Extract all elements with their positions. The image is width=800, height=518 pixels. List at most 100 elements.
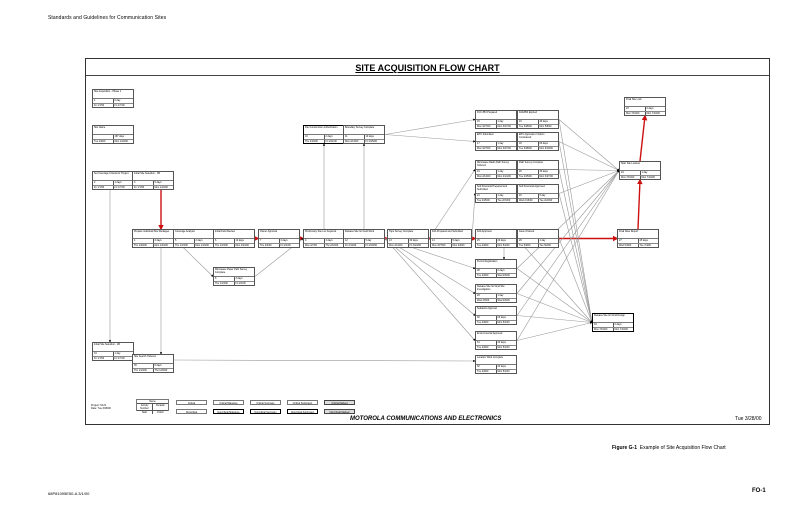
page-header: Standards and Guidelines for Communicati…	[48, 15, 167, 21]
task-node[interactable]: Release Site for Final Site Investigatio…	[475, 284, 517, 303]
task-start: Fri 2/11/00	[345, 243, 357, 247]
task-id: 24	[621, 171, 624, 174]
task-node[interactable]: Soil Structural Prepared and Submitted 2…	[475, 184, 517, 203]
task-id: 28	[477, 269, 480, 272]
task-name: Issue Ordered	[518, 230, 558, 239]
task-id: 20	[519, 170, 522, 173]
task-start: Mon 7/10/00	[626, 111, 640, 115]
task-duration: 1 day	[639, 171, 661, 175]
task-name: Initial Site Selection - 3R	[133, 172, 173, 181]
task-duration: 5 day	[363, 239, 385, 243]
dependency-link	[558, 141, 620, 171]
task-duration: 5 day	[537, 194, 559, 198]
task-name: Preliminary Site Loc Acquired	[304, 230, 344, 239]
task-finish: Mon 4/3/00	[450, 243, 472, 247]
task-duration: 30 days	[537, 170, 559, 174]
task-finish: Tue 2/15/00	[495, 198, 517, 202]
task-finish: Fri 2/18/00	[363, 243, 385, 247]
task-start: Tue 2/15/00	[519, 174, 532, 178]
task-finish: Mon 1/10/00	[112, 139, 134, 143]
dependency-link	[558, 169, 593, 324]
dependency-link	[516, 268, 593, 323]
dependency-link	[516, 170, 620, 316]
dependency-link	[516, 293, 593, 323]
task-id: 33	[594, 323, 597, 326]
task-node[interactable]: Path Survey Complete 20 30 days Tue 2/15/…	[517, 160, 559, 179]
task-finish: Tue 5/2/00	[537, 243, 559, 247]
task-start: Mon 2/14/00	[345, 139, 359, 143]
task-id: 23	[626, 107, 629, 110]
task-start: Tue 5/2/00	[519, 243, 531, 247]
chart-title: SITE ACQUISITION FLOW CHART	[355, 63, 500, 73]
dependency-link	[516, 315, 593, 324]
task-finish: Fri 2/11/00	[323, 139, 345, 143]
task-id: 7	[260, 239, 262, 242]
task-finish: Mon 5/1/00	[495, 243, 517, 247]
task-start: Mon 7/10/00	[621, 175, 635, 179]
task-duration: 5 days	[152, 181, 174, 185]
task-start: Wed 5/3/00	[619, 243, 632, 247]
task-name: Location Work Complete	[476, 356, 516, 365]
task-finish: Mon 7/10/00	[612, 327, 634, 331]
dependency-link	[384, 134, 476, 143]
task-id	[93, 135, 113, 139]
task-start: Fri 1/7/00	[94, 103, 105, 107]
figure-label: Figure G-1	[612, 445, 638, 451]
task-duration: 45 days	[637, 239, 659, 243]
dependency-link	[384, 238, 476, 341]
task-start: Thu 1/13/00	[215, 281, 228, 285]
task-id: 34	[94, 352, 97, 355]
chart-date: Tue 3/28/00	[735, 416, 762, 422]
task-finish: Wed 4/5/00	[495, 298, 517, 302]
task-finish: Mon 5/8/00	[537, 124, 559, 128]
task-start: Thu 1/20/00	[134, 243, 147, 247]
task-name: Path Survey Complete	[518, 161, 558, 170]
task-id: 19	[477, 170, 480, 173]
task-duration: 20 days	[495, 239, 517, 243]
task-duration: 20 days	[495, 341, 517, 345]
task-start: Mon 7/10/00	[594, 327, 608, 331]
task-duration: 1 day	[495, 142, 517, 146]
dependency-link	[384, 118, 476, 135]
task-duration: 1 day	[495, 294, 517, 298]
task-start: Thu 1/13/00	[175, 243, 188, 247]
figure-caption: Figure G-1 Example of Site Acquisition F…	[612, 445, 726, 451]
legend-key: Name Activity Number Duration Start Fini…	[136, 399, 169, 414]
critical-link	[637, 178, 643, 230]
task-start: Tue 1/4/00	[94, 139, 106, 143]
